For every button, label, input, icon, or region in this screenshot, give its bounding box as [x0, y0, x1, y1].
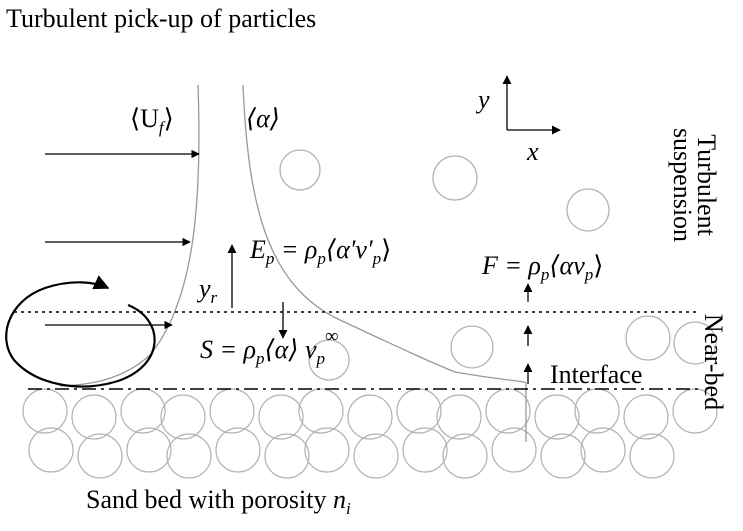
concentration-profile-curve — [242, 84, 527, 442]
bed-grain — [574, 388, 620, 434]
zone-suspension-label-line1: Turbulent — [692, 134, 721, 236]
bed-grain — [22, 388, 68, 434]
bed-grain — [264, 433, 310, 479]
bed-grain — [166, 433, 212, 479]
settling-flux-formula: S = ρp⟨α⟩ vp∞ — [200, 326, 339, 368]
bed-grain — [623, 394, 669, 440]
suspended-particle — [432, 155, 478, 201]
bed-grain — [347, 394, 393, 440]
net-flux-formula: F = ρp⟨αvp⟩ — [481, 251, 603, 284]
interface-label: Interface — [550, 360, 642, 389]
velocity-profile-label: ⟨Uf⟩ — [130, 104, 174, 137]
bed-grain — [442, 433, 488, 479]
suspended-particle — [566, 188, 610, 232]
axis-x-label: x — [526, 137, 539, 166]
suspended-particle — [308, 339, 350, 381]
axis-y-label: y — [475, 85, 490, 114]
bed-grain — [258, 394, 304, 440]
bed-grain — [436, 394, 482, 440]
bed-grain — [629, 433, 675, 479]
suspended-particle — [279, 149, 321, 191]
reference-height-label: yr — [196, 274, 218, 307]
sand-bed-grains — [22, 388, 718, 479]
circular-arrow-icon — [5, 275, 156, 388]
bed-grain — [402, 427, 448, 473]
bed-grain — [209, 388, 255, 434]
bed-caption: Sand bed with porosity ni — [86, 485, 351, 518]
bed-grain — [28, 427, 74, 473]
zone-suspension-label-line2: suspension — [668, 128, 697, 242]
bed-grain — [298, 388, 344, 434]
bed-grain — [77, 433, 123, 479]
bed-grain — [540, 433, 586, 479]
bed-grain — [71, 394, 117, 440]
bed-grain — [120, 388, 166, 434]
bed-grain — [126, 427, 172, 473]
bed-grain — [353, 433, 399, 479]
bed-grain — [215, 427, 261, 473]
concentration-profile-label: ⟨α⟩ — [246, 104, 280, 133]
suspended-particle — [450, 325, 494, 369]
bed-grain — [485, 388, 531, 434]
suspended-particle — [673, 321, 717, 365]
coordinate-axes-icon — [502, 75, 561, 135]
zone-nearbed-label: Near-bed — [699, 314, 728, 410]
bed-grain — [304, 427, 350, 473]
bed-grain — [491, 427, 537, 473]
bed-grain — [580, 427, 626, 473]
suspended-particle — [625, 315, 671, 361]
bed-grain — [160, 394, 206, 440]
bed-grain — [396, 388, 442, 434]
velocity-arrows — [45, 149, 200, 330]
pickup-flux-formula: Ep = ρp⟨α′v′p⟩ — [249, 235, 391, 268]
bed-grain — [534, 394, 580, 440]
diagram-title: Turbulent pick-up of particles — [6, 4, 316, 33]
suspended-particles — [279, 149, 717, 381]
